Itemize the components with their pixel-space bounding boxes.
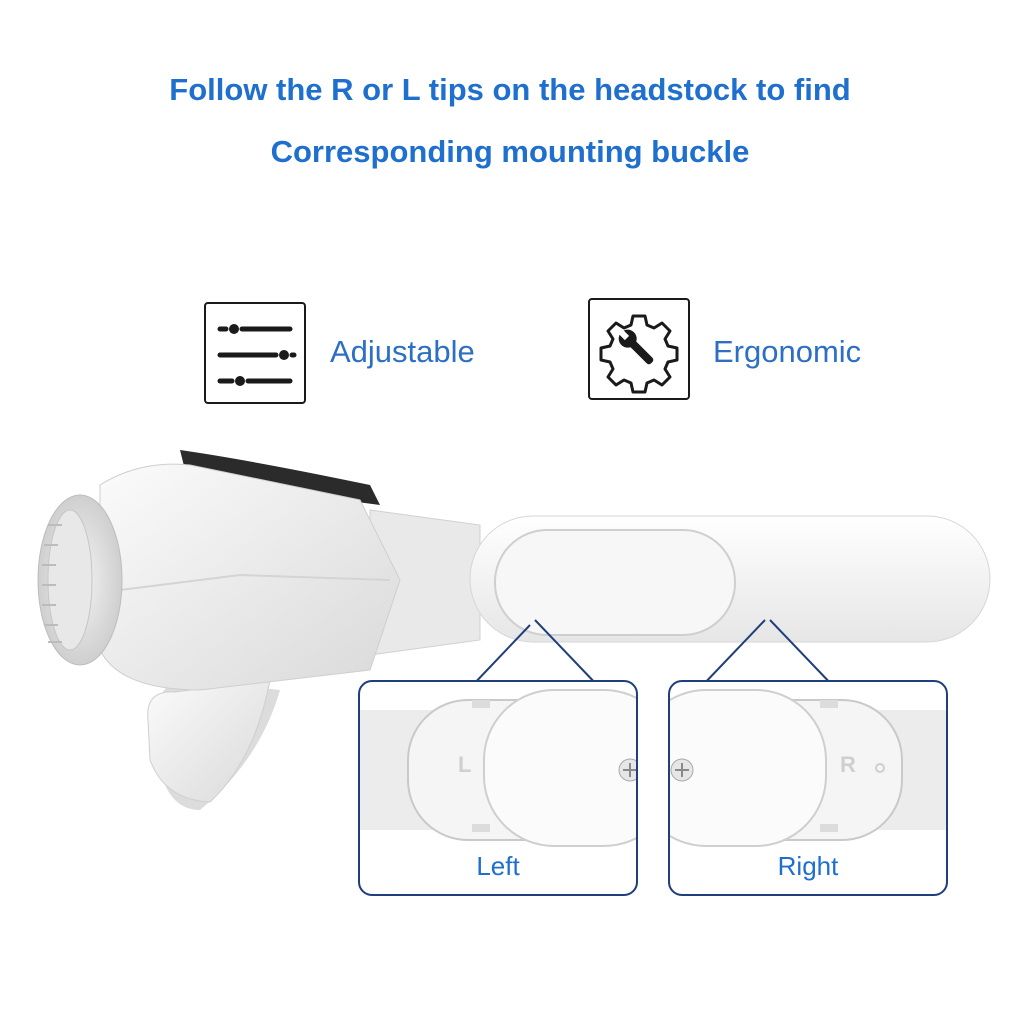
- feature-label-adjustable: Adjustable: [330, 334, 475, 369]
- callout-label-right: Right: [777, 851, 839, 881]
- callout-left: L Left: [358, 680, 638, 896]
- gear-wrench-icon: [588, 298, 690, 400]
- headline-line-2: Corresponding mounting buckle: [270, 134, 750, 169]
- headstrap-illustration: [37, 450, 991, 810]
- headline-line-1: Follow the R or L tips on the headstock …: [169, 72, 851, 107]
- callout-right: R Right: [668, 680, 948, 896]
- sliders-icon: [204, 302, 306, 404]
- right-buckle-detail: [670, 689, 946, 847]
- feature-label-ergonomic: Ergonomic: [713, 334, 862, 369]
- left-marking: L: [458, 752, 472, 777]
- callout-label-left: Left: [476, 851, 520, 881]
- right-marking: R: [840, 752, 856, 777]
- left-buckle-detail: [360, 689, 636, 847]
